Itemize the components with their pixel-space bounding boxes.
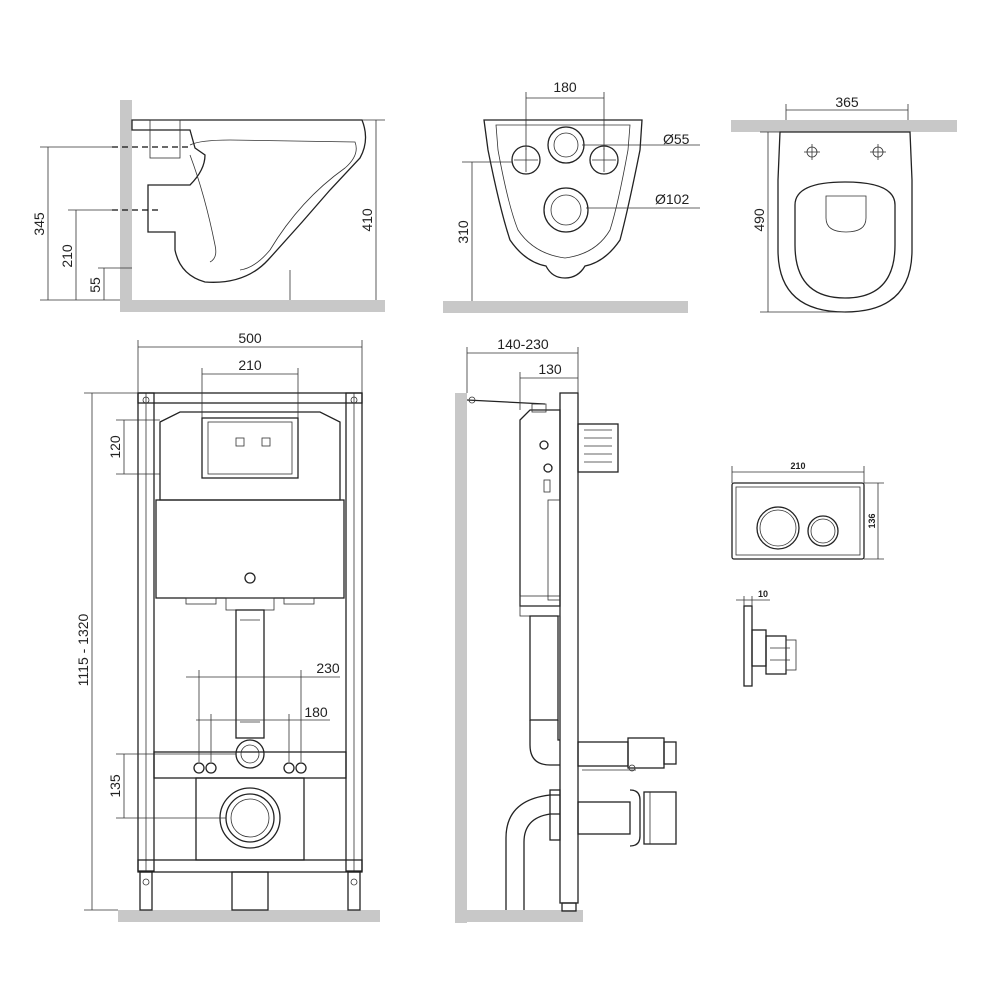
wc-rear-outline <box>483 119 643 279</box>
flush-button-large <box>756 506 800 550</box>
dim-depth-range: 140-230 <box>497 336 549 352</box>
dim-height-upper: 345 <box>31 212 47 236</box>
dim-top-length: 490 <box>751 208 767 232</box>
dim-height-total: 410 <box>359 208 375 232</box>
frame-front-view: 500 210 120 1115 - 1320 230 180 135 <box>75 330 380 922</box>
side-cistern <box>519 409 561 607</box>
service-opening <box>201 417 299 479</box>
stud-4 <box>295 762 307 774</box>
flush-button-small <box>807 515 839 547</box>
cistern-upper <box>159 411 341 501</box>
frame-foot-right <box>347 871 361 911</box>
side-post <box>559 392 579 904</box>
flush-plate-body <box>731 482 865 560</box>
dim-plate-width: 210 <box>790 461 805 471</box>
side-frame-floor <box>455 910 583 922</box>
dim-hole-large: Ø102 <box>655 191 689 207</box>
wc-bowl-inner <box>189 139 357 271</box>
side-grip <box>577 423 619 473</box>
side-flush-pipe <box>529 615 559 721</box>
frame-top-bar <box>137 392 363 404</box>
wc-outlet-inner <box>189 154 217 263</box>
flush-outlet <box>225 597 275 611</box>
dim-height-low: 55 <box>87 277 103 293</box>
dim-hole-small: Ø55 <box>663 131 690 147</box>
hole-large <box>543 187 589 233</box>
mount-bar <box>153 751 347 779</box>
dim-depth: 130 <box>538 361 562 377</box>
front-view-floor <box>118 910 380 922</box>
dim-plate-height: 136 <box>867 513 877 528</box>
outlet-pipe-outer <box>219 787 281 849</box>
stud-3 <box>283 762 295 774</box>
side-flush-connector <box>577 741 629 767</box>
rear-view-floor <box>443 301 688 313</box>
side-outlet-connector <box>577 801 631 835</box>
outlet-box <box>195 777 305 861</box>
dim-tank-height: 120 <box>107 435 123 459</box>
stud-2 <box>205 762 217 774</box>
dim-tank-width: 210 <box>238 357 262 373</box>
dim-stud-inner: 180 <box>304 704 328 720</box>
dim-width-holes: 180 <box>553 79 577 95</box>
dim-top-width: 365 <box>835 94 859 110</box>
frame-bottom-bar <box>137 859 363 873</box>
cistern-valve <box>244 572 256 584</box>
flush-connector <box>235 739 265 769</box>
frame-side-view: 140-230 130 <box>455 336 677 923</box>
wc-bowl-opening <box>825 195 867 233</box>
dim-rear-height: 310 <box>455 220 471 244</box>
dim-frame-width: 500 <box>238 330 262 346</box>
dim-frame-height-range: 1115 - 1320 <box>75 613 91 686</box>
side-drain-bend <box>505 794 560 910</box>
wc-top-view: 365 490 <box>731 94 957 313</box>
wc-seat-outline <box>794 181 896 299</box>
side-view-wall <box>120 100 132 312</box>
flush-plate: 210 136 10 <box>731 461 884 687</box>
wc-bowl-outline <box>131 119 367 283</box>
hole-small-top <box>547 126 585 164</box>
wc-top-outline <box>777 131 913 313</box>
frame-foot-left <box>139 871 153 911</box>
side-view-floor <box>120 300 385 312</box>
side-frame-wall <box>455 393 467 923</box>
wall-bracket <box>466 399 546 405</box>
dim-plate-thickness: 10 <box>758 589 768 599</box>
dim-outlet-height: 135 <box>107 774 123 798</box>
stud-1 <box>193 762 205 774</box>
drain-pipe <box>231 871 269 911</box>
wc-inlet <box>149 119 181 159</box>
dim-stud-outer: 230 <box>316 660 340 676</box>
flush-plate-profile <box>743 605 753 687</box>
flush-pipe <box>235 609 265 739</box>
top-view-wall <box>731 120 957 132</box>
dim-height-mid: 210 <box>59 244 75 268</box>
wc-side-view: 410 345 210 55 <box>31 100 385 312</box>
wc-rear-view: 180 Ø55 Ø102 310 <box>443 79 700 313</box>
